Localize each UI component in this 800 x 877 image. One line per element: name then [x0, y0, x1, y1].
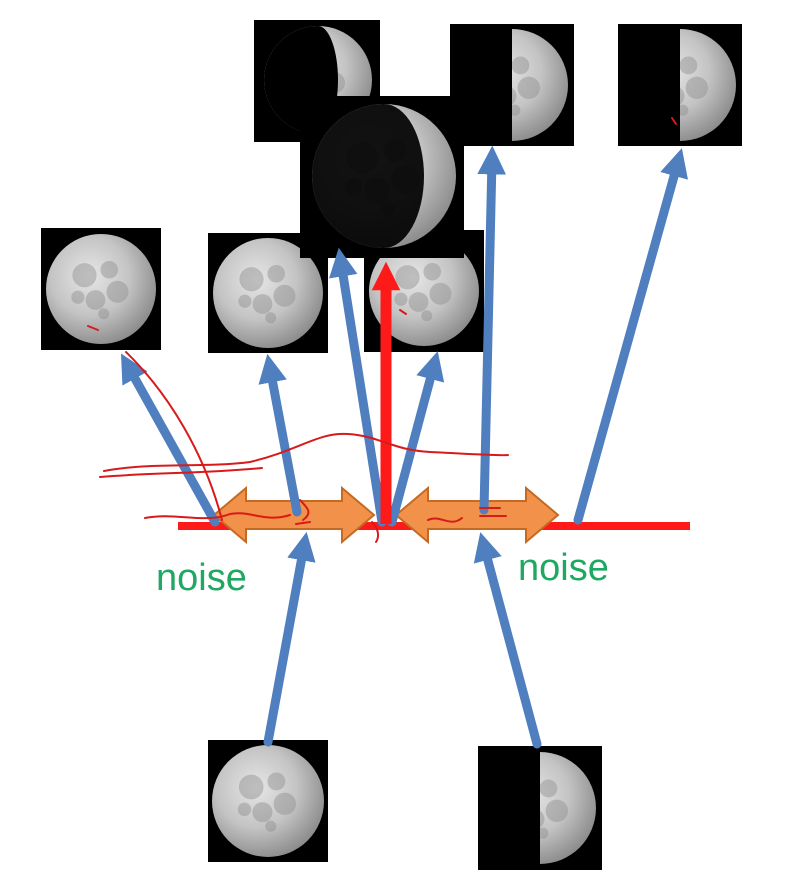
moon-crater [395, 265, 420, 290]
moon-crater [252, 802, 273, 823]
blue-arrows [120, 145, 688, 749]
noise-label-left: noise [156, 557, 247, 599]
arrow-from-moon-bottom-left [263, 531, 316, 747]
moon-image-top-mid-right [450, 24, 574, 146]
moon-crater [679, 56, 698, 75]
ink-mark-moon-left [87, 325, 99, 331]
moon-crater [106, 280, 129, 303]
moon-crater [273, 284, 296, 307]
ink-underline-left [99, 467, 263, 478]
half-moon-icon [618, 24, 736, 146]
arrow-from-moon-bottom-right [473, 532, 542, 749]
full-moon-icon [46, 234, 156, 344]
moon-crater [423, 262, 442, 281]
ink-dot-center [371, 521, 380, 543]
moon-crater [685, 76, 708, 100]
full-moon-icon [213, 238, 323, 348]
moon-image-left [41, 228, 161, 350]
moon-crater [517, 76, 540, 100]
moon-crater [265, 820, 277, 832]
moon-crater [238, 294, 252, 308]
arrow-to-moon-left [120, 353, 220, 527]
waxing-gibbous-moon-icon [312, 104, 456, 248]
full-moon-icon [212, 745, 324, 857]
moon-image-bottom-right [478, 746, 602, 870]
moon-crater [394, 292, 408, 306]
moon-crater [421, 310, 433, 322]
arrow-to-moon-center-right [387, 351, 445, 527]
moon-crater [545, 799, 568, 822]
moon-image-top-center [300, 96, 464, 258]
arrow-to-moon-top-right [573, 148, 688, 525]
moon-crater [511, 56, 530, 75]
moon-crater [539, 779, 558, 798]
moon-crater [265, 312, 277, 324]
handwritten-annotations [87, 117, 677, 543]
moon-image-top-right [618, 24, 742, 146]
moon-crater [85, 290, 106, 310]
arrow-to-moon-top-mid-right [477, 145, 507, 515]
moon-crater [238, 774, 264, 800]
moon-crater [71, 290, 85, 304]
moon-crater [239, 267, 264, 292]
moon-crater [429, 282, 452, 305]
moon-crater [408, 292, 429, 312]
ink-wave [103, 432, 509, 472]
moon-crater [98, 308, 110, 320]
range-double-arrow-right [394, 485, 560, 545]
moon-image-bottom-left [208, 740, 328, 862]
ink-scribble-right [427, 507, 507, 523]
moon-crater [267, 772, 286, 791]
noise-label-right: noise [518, 547, 609, 589]
arrow-to-moon-center-left [258, 353, 302, 517]
moon-crater [252, 294, 273, 314]
ink-mark-moon-top-right [671, 117, 677, 125]
ink-scribble-mid [295, 499, 311, 525]
ink-curve-to-left-arrow [125, 351, 223, 521]
ink-scribble-left [144, 512, 291, 520]
half-moon-icon [478, 746, 596, 870]
half-moon-icon [450, 24, 568, 146]
ink-mark-moon-center-right [399, 309, 407, 315]
arrow-to-moon-top-center [329, 247, 387, 527]
moon-crater [273, 792, 296, 815]
moon-crater [72, 263, 97, 288]
moon-crater [237, 802, 252, 817]
moon-crater [100, 260, 119, 279]
moon-crater [267, 264, 286, 283]
